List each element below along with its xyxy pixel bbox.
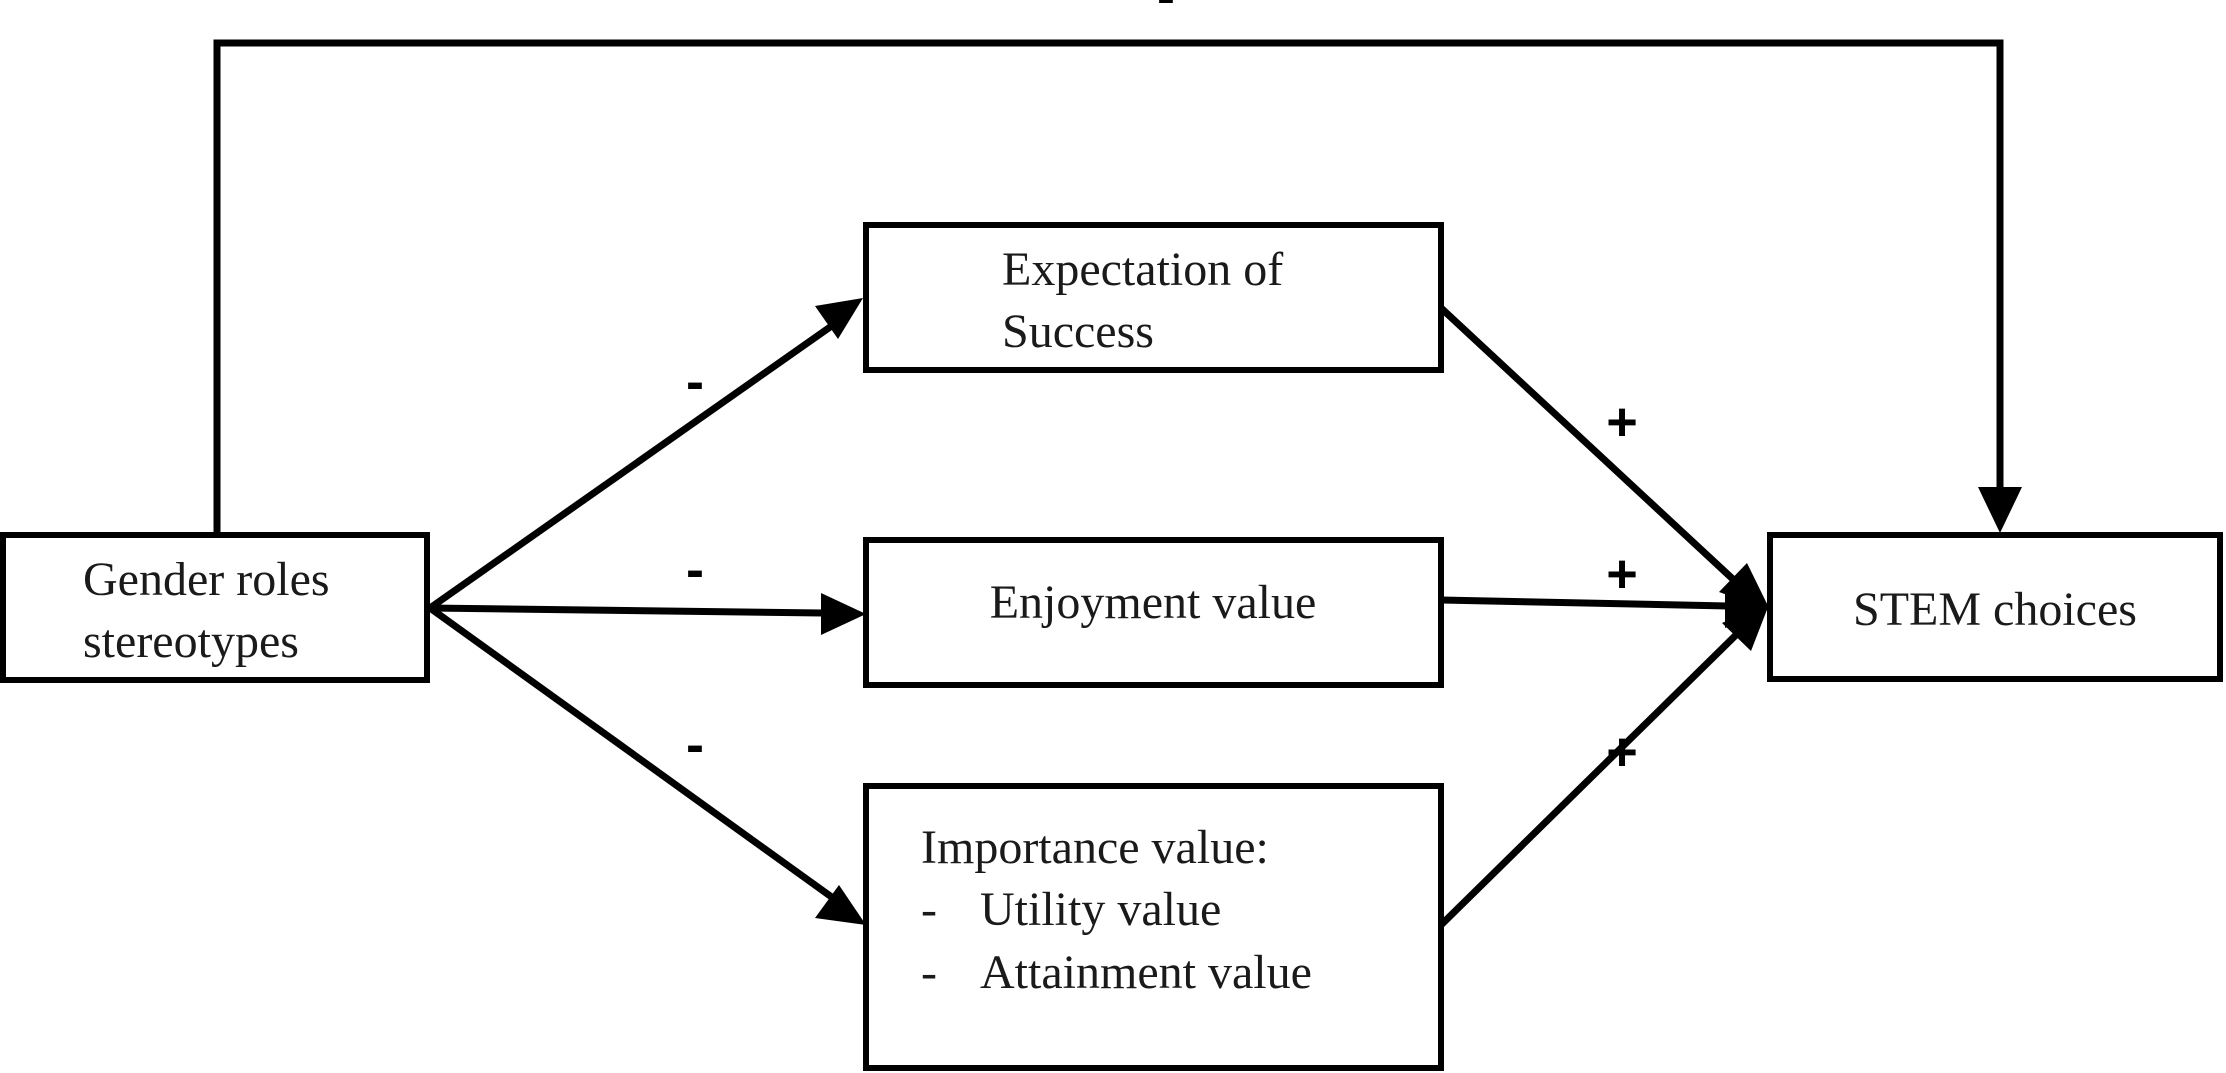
edge-enjoyment-to-stem <box>1440 596 1729 610</box>
importance-bullet2-marker: - <box>921 946 937 999</box>
sign-enjoyment-to-stem: + <box>1606 544 1638 604</box>
node-importance-box <box>863 783 1444 1071</box>
node-stem-choices-box <box>1767 532 2223 682</box>
edge-gender-to-expectation-arrowhead <box>815 298 863 339</box>
edge-gender-to-expectation <box>427 322 836 611</box>
importance-bullet1: Utility value <box>980 883 1221 936</box>
stem-choices-label: STEM choices <box>1853 583 2137 636</box>
edge-expectation-to-stem <box>1438 305 1739 585</box>
sign-gender-to-expectation: - <box>686 352 704 412</box>
sign-expectation-to-stem: + <box>1606 392 1638 452</box>
edge-gender-to-importance-arrowhead <box>815 885 866 925</box>
edge-importance-to-stem-arrowhead <box>1722 602 1770 651</box>
edge-gender-to-stem-arrowhead <box>1978 487 2022 533</box>
enjoyment-label: Enjoyment value <box>990 576 1317 629</box>
sign-importance-to-stem: + <box>1606 722 1638 782</box>
node-enjoyment-box <box>863 537 1444 688</box>
edge-gender-to-stem <box>213 39 2004 533</box>
expectation-line1: Expectation of <box>1002 243 1283 296</box>
gender-roles-line2: stereotypes <box>83 615 299 668</box>
importance-title: Importance value: <box>921 821 1269 874</box>
edge-gender-to-enjoyment-arrowhead <box>821 593 866 635</box>
importance-bullet2: Attainment value <box>980 946 1312 999</box>
sign-gender-to-enjoyment: - <box>686 540 704 600</box>
expectation-line2: Success <box>1002 305 1154 358</box>
gender-roles-line1: Gender roles <box>83 553 330 606</box>
edge-gender-to-importance <box>427 605 836 901</box>
node-expectation-box <box>863 222 1444 373</box>
edge-gender-to-enjoyment <box>429 604 823 617</box>
sign-gender-to-stem: - <box>1157 0 1175 26</box>
edge-expectation-to-stem-arrowhead <box>1719 563 1770 610</box>
edge-importance-to-stem <box>1438 630 1741 928</box>
sign-gender-to-importance: - <box>686 715 704 775</box>
importance-bullet1-marker: - <box>921 883 937 936</box>
node-gender-roles-box <box>0 532 430 683</box>
